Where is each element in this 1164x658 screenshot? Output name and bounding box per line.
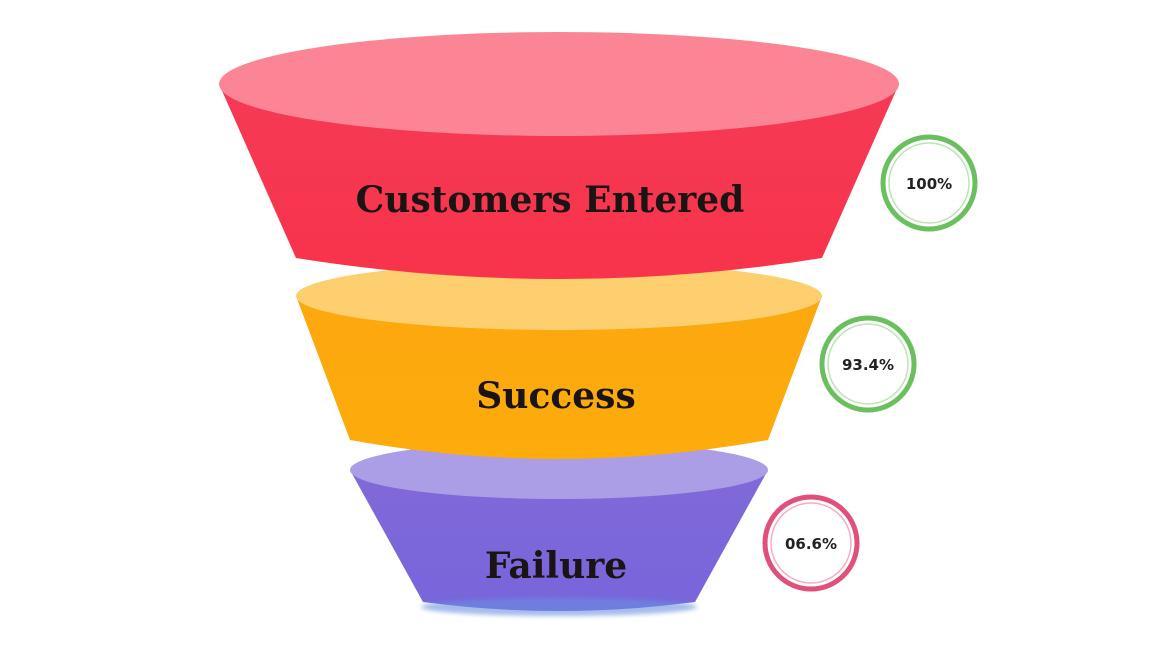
stage-failure-body [350,470,768,611]
stage-customers-entered: Customers Entered [219,32,899,279]
stage-failure-shadow [421,598,697,616]
badge-customers-entered-value: 100% [906,175,952,193]
badge-failure-value: 06.6% [785,535,837,553]
stage-success-label: Success [476,375,635,417]
badge-success-value: 93.4% [842,356,894,374]
stage-failure-top [350,441,768,499]
badge-ring-inner [888,142,970,224]
stage-customers-entered-label: Customers Entered [356,179,745,221]
badge-ring [762,494,860,592]
stage-success-body [296,296,822,459]
badge-failure: 06.6% [762,494,860,592]
stage-failure: Failure [350,441,768,616]
badge-ring [880,134,978,232]
stage-success-top [296,262,822,330]
badge-ring-inner [827,323,909,405]
stage-customers-entered-top [219,32,899,136]
badge-ring [819,315,917,413]
badge-customers-entered: 100% [880,134,978,232]
stage-failure-label: Failure [485,545,627,587]
badge-success: 93.4% [819,315,917,413]
stage-success: Success [296,262,822,459]
stage-customers-entered-body [219,84,899,279]
badge-ring-inner [770,502,852,584]
